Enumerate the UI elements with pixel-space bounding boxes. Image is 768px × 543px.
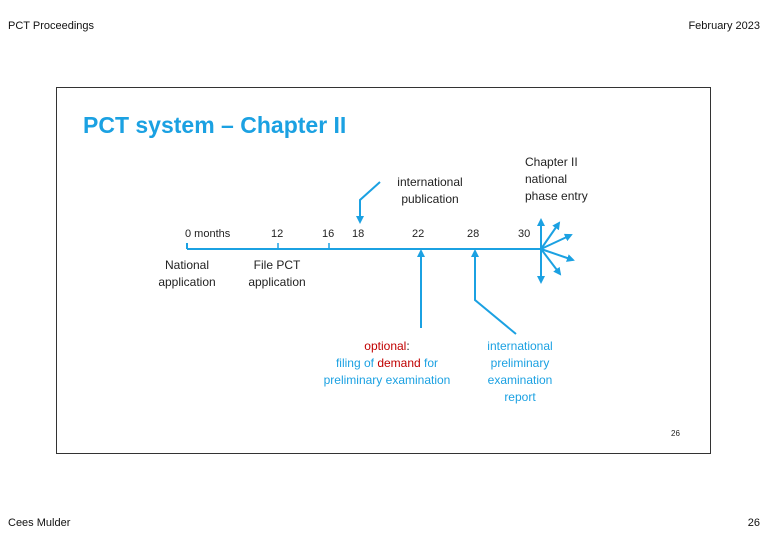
tick-label-12: 12	[271, 228, 284, 240]
timeline-diagram	[186, 181, 575, 335]
tick-label-18: 18	[352, 228, 365, 240]
label-national-application: National application	[158, 258, 216, 289]
label-optional-demand: optional: filing of demand for prelimina…	[323, 339, 451, 387]
label-chapter-ii-entry: Chapter II national phase entry	[525, 155, 588, 203]
tick-label-22: 22	[412, 228, 425, 240]
iper-arrow	[471, 249, 517, 335]
header-left: PCT Proceedings	[8, 20, 95, 32]
label-file-pct-application: File PCT application	[248, 258, 306, 289]
footer-left: Cees Mulder	[8, 517, 71, 529]
footer-right: 26	[747, 517, 760, 529]
tick-label-30: 30	[518, 228, 531, 240]
tick-label-0: 0 months	[185, 228, 231, 240]
publication-arrow	[356, 181, 381, 224]
tick-label-16: 16	[322, 228, 335, 240]
slide: PCT system – Chapter II 0 months 12 1	[56, 87, 711, 454]
label-iper: international preliminary examination re…	[487, 339, 553, 404]
label-international-publication: international publication	[397, 175, 463, 206]
national-phase-burst	[537, 218, 575, 284]
header-right: February 2023	[688, 20, 760, 32]
slide-page-number: 26	[671, 429, 680, 438]
tick-label-28: 28	[467, 228, 480, 240]
slide-title: PCT system – Chapter II	[83, 112, 347, 138]
